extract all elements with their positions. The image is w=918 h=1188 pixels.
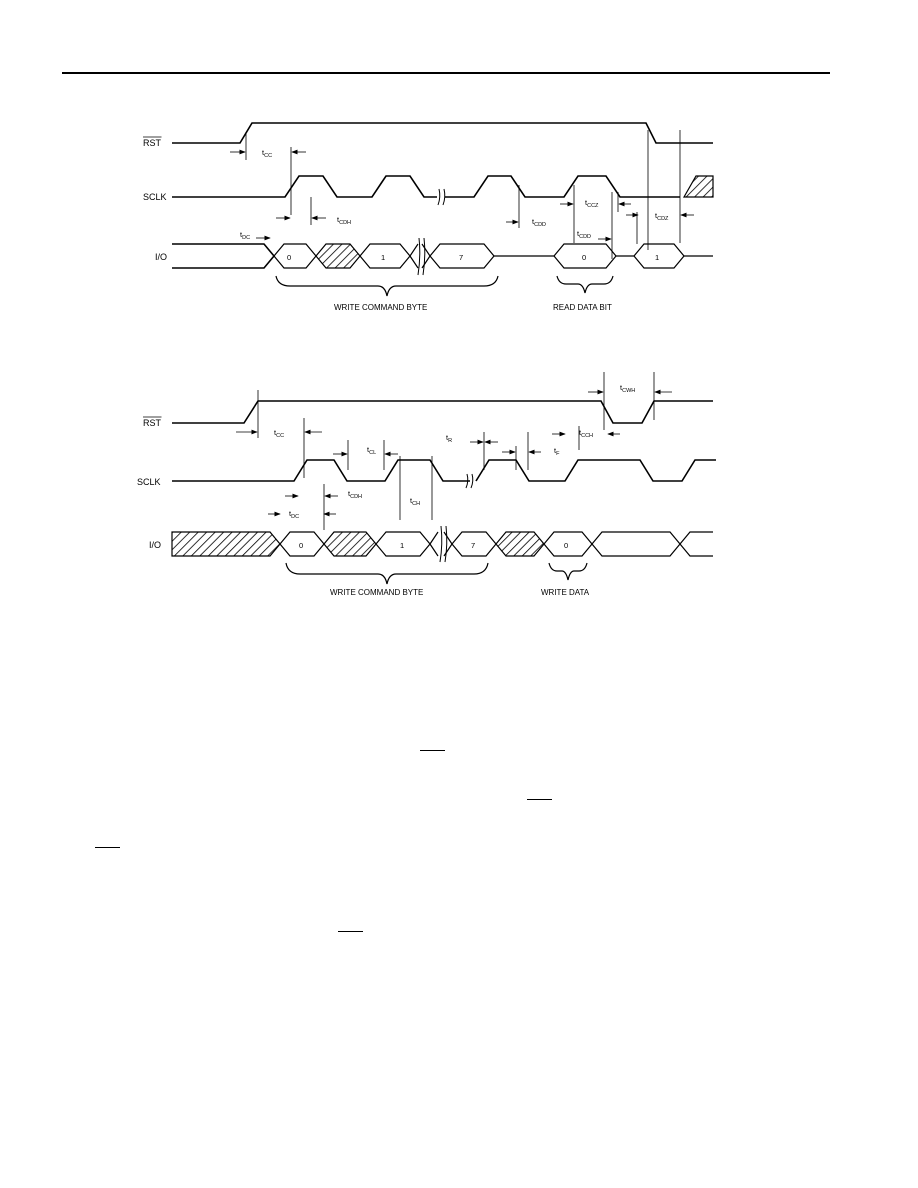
read-io-break-marks bbox=[417, 237, 426, 276]
write-io-label: I/O bbox=[149, 540, 161, 550]
write-rst-label: RST bbox=[143, 418, 162, 428]
read-tcdd2-label: tCDD bbox=[577, 229, 591, 240]
write-io-hatch-b bbox=[495, 531, 545, 557]
overline-mark bbox=[338, 931, 363, 932]
read-tcc-label: tCC bbox=[262, 148, 272, 159]
read-sclk-label: SCLK bbox=[143, 192, 167, 202]
overline-mark bbox=[420, 750, 445, 751]
read-io-bit0 bbox=[273, 243, 317, 269]
write-sclk-waveform-b bbox=[475, 459, 716, 482]
write-io-break-marks bbox=[439, 525, 448, 563]
header-rule bbox=[62, 72, 830, 74]
read-bit-1: 1 bbox=[381, 253, 385, 262]
write-diagram bbox=[171, 372, 716, 585]
write-data-bit-0: 0 bbox=[564, 541, 568, 550]
read-io-idle bbox=[172, 243, 276, 269]
read-rst-waveform bbox=[172, 122, 713, 144]
write-brace-command-label: WRITE COMMAND BYTE bbox=[330, 588, 423, 597]
write-bit-7: 7 bbox=[471, 541, 475, 550]
read-tdc-label: tDC bbox=[240, 230, 250, 241]
read-sclk-waveform-b bbox=[445, 175, 680, 198]
read-sclk-waveform bbox=[172, 175, 437, 198]
write-tcch-label: tCCH bbox=[579, 428, 593, 439]
write-io-hatch-start bbox=[171, 531, 281, 557]
read-brace-data-label: READ DATA BIT bbox=[553, 303, 612, 312]
read-data-bit-0: 0 bbox=[582, 253, 586, 262]
read-data-bit-1: 1 bbox=[655, 253, 659, 262]
write-bit-1: 1 bbox=[400, 541, 404, 550]
write-tr-label: tR bbox=[446, 433, 452, 444]
overline-mark bbox=[95, 847, 120, 848]
read-sclk-break bbox=[437, 188, 446, 206]
read-brace-data bbox=[556, 275, 614, 294]
write-bit-0: 0 bbox=[299, 541, 303, 550]
read-brace-command-label: WRITE COMMAND BYTE bbox=[334, 303, 427, 312]
read-bit-0: 0 bbox=[287, 253, 291, 262]
write-sclk-label: SCLK bbox=[137, 477, 161, 487]
write-io-next bbox=[591, 531, 681, 557]
read-sclk-hatch bbox=[682, 175, 714, 198]
write-sclk-break bbox=[465, 473, 474, 489]
read-tcdd1-label: tCDD bbox=[532, 217, 546, 228]
read-bit-7: 7 bbox=[459, 253, 463, 262]
write-tcl-label: tCL bbox=[367, 445, 376, 456]
read-io-label: I/O bbox=[155, 252, 167, 262]
write-rst-waveform bbox=[172, 400, 713, 424]
read-tcdh-label: tCDH bbox=[337, 215, 351, 226]
write-tcdh-label: tCDH bbox=[348, 489, 362, 500]
write-tcc-label: tCC bbox=[274, 428, 284, 439]
read-io-hatch bbox=[315, 243, 361, 269]
write-brace-data-label: WRITE DATA bbox=[541, 588, 590, 597]
read-rst-label: RST bbox=[143, 138, 162, 148]
read-tccz-label: tCCZ bbox=[585, 198, 599, 209]
write-tdc-label: tDC bbox=[289, 509, 299, 520]
write-io-tail bbox=[679, 531, 713, 557]
write-tcwh-label: tCWH bbox=[620, 383, 635, 394]
overline-mark bbox=[527, 799, 552, 800]
write-sclk-waveform bbox=[172, 459, 470, 482]
write-brace-command bbox=[285, 562, 489, 585]
write-io-hatch-a bbox=[323, 531, 377, 557]
write-tch-label: tCH bbox=[410, 496, 420, 507]
write-tf-label: tF bbox=[554, 446, 560, 457]
read-diagram bbox=[172, 122, 714, 297]
write-brace-data bbox=[548, 562, 588, 581]
read-brace-command bbox=[275, 275, 499, 297]
read-tcdz-label: tCDZ bbox=[655, 211, 669, 222]
